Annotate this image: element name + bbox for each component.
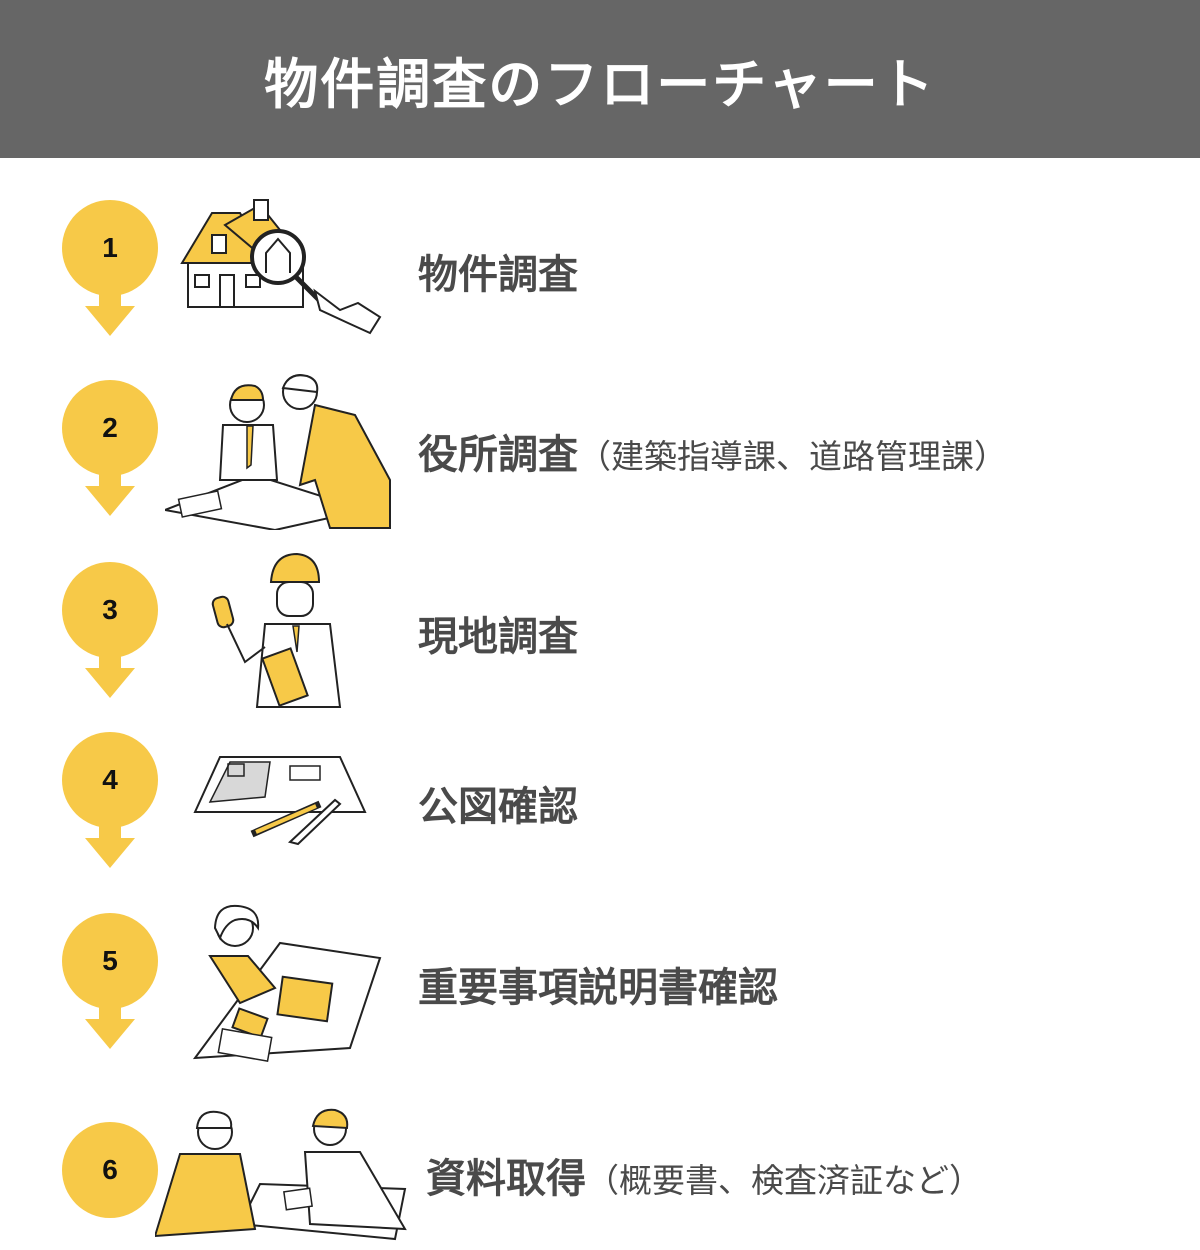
step-subtitle: （概要書、検査済証など） [586,1161,982,1200]
step-title: 物件調査 [418,252,578,298]
step-number: 2 [102,412,118,443]
step-label: 役所調査 （建築指導課、道路管理課） [418,422,1007,480]
step-number: 1 [102,232,118,263]
step-number: 3 [102,594,118,625]
map-pen-ruler-icon [193,756,367,846]
step-label: 物件調査 [418,242,578,300]
step-number-badge: 5 [62,913,158,1009]
down-arrow-icon [85,814,135,868]
meeting-exchange-icon [155,1108,407,1241]
flow-step-1: 1 物件調査 [0,190,1200,340]
flow-step-4: 4 公図確認 [0,722,1200,872]
step-title: 現地調査 [418,614,578,660]
step-title: 役所調査 [418,432,578,478]
officials-at-desk-icon [165,374,391,530]
down-arrow-icon [85,462,135,516]
down-arrow-icon [85,995,135,1049]
down-arrow-icon [85,282,135,336]
step-subtitle: （建築指導課、道路管理課） [578,437,1007,476]
step-number-badge: 2 [62,380,158,476]
step-number: 4 [102,764,118,795]
header-bar: 物件調査のフローチャート [0,0,1200,158]
step-label: 現地調査 [418,604,578,662]
down-arrow-icon [85,644,135,698]
step-number-badge: 3 [62,562,158,658]
step-number-badge: 1 [62,200,158,296]
step-title: 重要事項説明書確認 [418,965,778,1011]
flow-step-6: 6 資料取得 （概要書、検査済証など） [0,1096,1200,1246]
step-title: 資料取得 [426,1156,586,1202]
step-label: 資料取得 （概要書、検査済証など） [426,1146,982,1204]
step-number-badge: 6 [62,1122,158,1218]
flow-step-5: 5 重要事項説明書確認 [0,903,1200,1063]
step-label: 重要事項説明書確認 [418,955,778,1013]
step-number: 6 [102,1154,118,1185]
page-title: 物件調査のフローチャート [264,52,936,116]
house-magnifier-icon [180,199,382,335]
worker-helmet-icon [211,552,342,708]
flow-step-3: 3 現地調査 [0,552,1200,708]
step-title: 公図確認 [418,784,578,830]
step-label: 公図確認 [418,774,578,832]
flow-step-2: 2 役所調査 （建築指導課、道路管理課） [0,370,1200,530]
woman-documents-icon [192,904,382,1063]
step-number: 5 [102,945,118,976]
step-number-badge: 4 [62,732,158,828]
